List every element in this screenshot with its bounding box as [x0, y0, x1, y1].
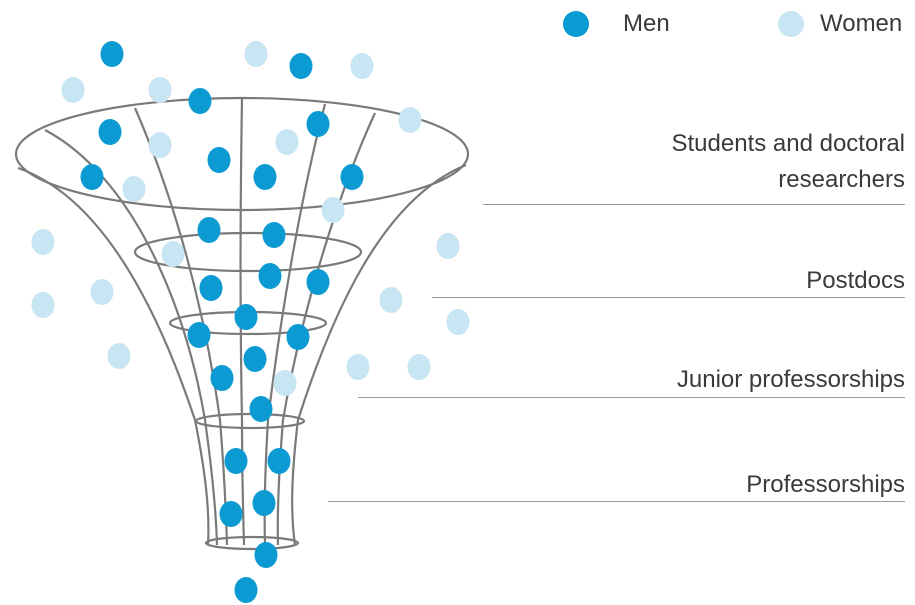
dark-blue-circle-icon [563, 11, 589, 37]
man-marker-icon [286, 324, 310, 350]
man-marker-icon [100, 41, 124, 67]
man-marker-icon [219, 501, 243, 527]
funnel-outer-left [17, 166, 210, 546]
funnel-ring-professor [194, 412, 306, 430]
woman-marker-icon [407, 354, 431, 380]
man-marker-icon [187, 322, 211, 348]
man-marker-icon [252, 490, 276, 516]
man-marker-icon [249, 396, 273, 422]
woman-marker-icon [148, 132, 172, 158]
stage-label-students: Students and doctoral researchers [671, 130, 906, 193]
woman-marker-icon [161, 241, 185, 267]
man-marker-icon [340, 164, 364, 190]
legend-women: Women [778, 8, 902, 40]
divider-students [483, 204, 905, 205]
legend-women-label: Women [820, 10, 903, 37]
funnel-ring-bottom [204, 535, 300, 551]
man-marker-icon [289, 53, 313, 79]
funnel-rib [239, 97, 246, 546]
woman-marker-icon [31, 292, 55, 318]
woman-marker-icon [350, 53, 374, 79]
woman-marker-icon [107, 343, 131, 369]
man-marker-icon [253, 164, 277, 190]
man-marker-icon [197, 217, 221, 243]
man-marker-icon [98, 119, 122, 145]
man-marker-icon [243, 346, 267, 372]
funnel-outer-right [291, 163, 467, 546]
funnel-ring-postdocs [133, 231, 363, 273]
woman-marker-icon [321, 197, 345, 223]
woman-marker-icon [436, 233, 460, 259]
man-marker-icon [210, 365, 234, 391]
man-marker-icon [254, 542, 278, 568]
divider-professorships [328, 501, 905, 502]
legend-men: Men [563, 8, 670, 40]
man-marker-icon [234, 304, 258, 330]
woman-marker-icon [122, 176, 146, 202]
man-marker-icon [224, 448, 248, 474]
woman-marker-icon [398, 107, 422, 133]
woman-marker-icon [273, 370, 297, 396]
woman-marker-icon [379, 287, 403, 313]
woman-marker-icon [61, 77, 85, 103]
woman-marker-icon [90, 279, 114, 305]
man-marker-icon [258, 263, 282, 289]
divider-postdocs [432, 297, 905, 298]
woman-marker-icon [446, 309, 470, 335]
woman-marker-icon [244, 41, 268, 67]
stage-label-professorships: Professorships [746, 471, 905, 498]
divider-junior-professorships [358, 397, 905, 398]
man-marker-icon [207, 147, 231, 173]
man-marker-icon [199, 275, 223, 301]
woman-marker-icon [31, 229, 55, 255]
light-blue-circle-icon [778, 11, 804, 37]
legend-men-label: Men [623, 10, 670, 37]
man-marker-icon [306, 269, 330, 295]
man-marker-icon [80, 164, 104, 190]
man-marker-icon [306, 111, 330, 137]
man-marker-icon [234, 577, 258, 603]
woman-marker-icon [275, 129, 299, 155]
man-marker-icon [267, 448, 291, 474]
man-marker-icon [188, 88, 212, 114]
man-marker-icon [262, 222, 286, 248]
stage-label-postdocs: Postdocs [806, 267, 905, 294]
woman-marker-icon [148, 77, 172, 103]
funnel-rib [44, 129, 219, 546]
stage-label-junior-professorships: Junior professorships [676, 366, 905, 393]
woman-marker-icon [346, 354, 370, 380]
